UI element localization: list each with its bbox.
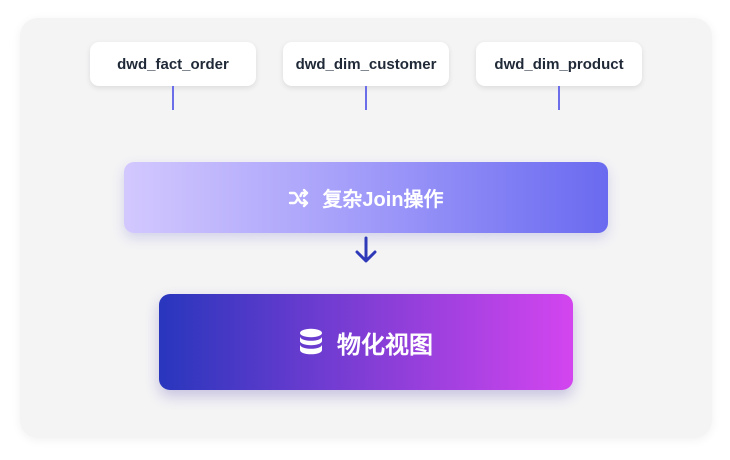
- source-table-dim-customer: dwd_dim_customer: [283, 42, 449, 86]
- connector-line: [365, 86, 367, 110]
- source-table-dim-product: dwd_dim_product: [476, 42, 642, 86]
- source-table-fact-order: dwd_fact_order: [90, 42, 256, 86]
- join-operation-label: 复杂Join操作: [322, 189, 444, 211]
- connector-line: [172, 86, 174, 110]
- connector-line: [558, 86, 560, 110]
- shuffle-icon: [288, 188, 310, 208]
- database-icon: [299, 328, 323, 356]
- join-operation-box: 复杂Join操作: [124, 162, 608, 233]
- materialized-view-box: 物化视图: [159, 294, 573, 390]
- arrow-down-icon: [353, 235, 379, 265]
- materialized-view-label: 物化视图: [337, 331, 433, 359]
